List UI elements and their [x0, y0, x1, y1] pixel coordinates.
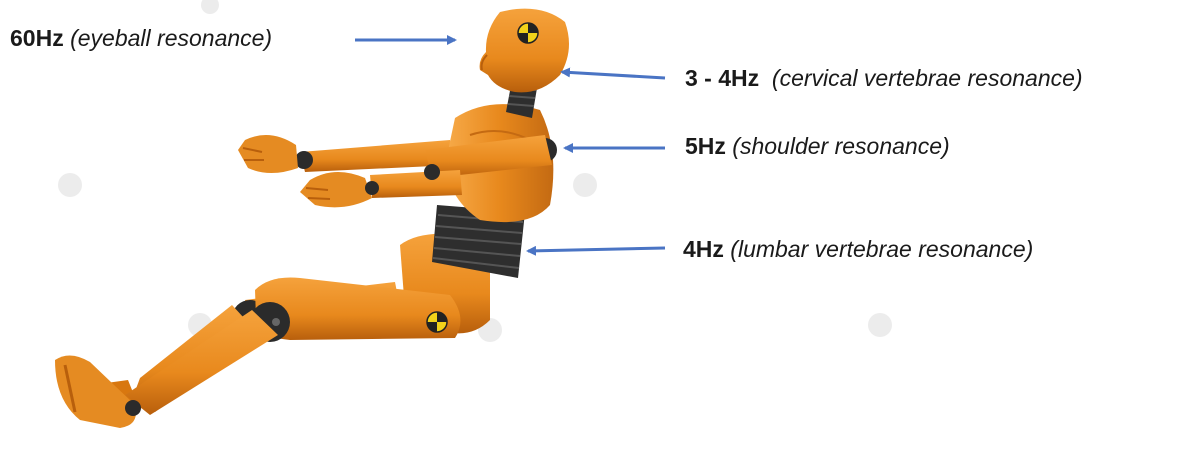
eyeball-resonance-label: 60Hz (eyeball resonance) [10, 27, 272, 50]
hip-target-marker [427, 312, 447, 332]
lumbar-frequency: 4Hz [683, 236, 724, 262]
shoulder-resonance-label: 5Hz (shoulder resonance) [685, 135, 950, 158]
eyeball-frequency: 60Hz [10, 25, 64, 51]
eyeball-description: (eyeball resonance) [70, 25, 272, 51]
shoulder-frequency: 5Hz [685, 133, 726, 159]
crash-test-dummy [55, 9, 569, 428]
far-arm [238, 135, 455, 173]
cervical-resonance-label: 3 - 4Hz (cervical vertebrae resonance) [685, 67, 1083, 90]
shoulder-description: (shoulder resonance) [732, 133, 949, 159]
cervical-frequency: 3 - 4Hz [685, 65, 759, 91]
head [480, 9, 569, 93]
lumbar-resonance-label: 4Hz (lumbar vertebrae resonance) [683, 238, 1033, 261]
near-leg [55, 310, 278, 428]
arrow-lumbar [528, 248, 665, 251]
cervical-description: (cervical vertebrae resonance) [772, 65, 1083, 91]
head-target-marker [518, 23, 538, 43]
arrow-cervical [562, 72, 665, 78]
lumbar-description: (lumbar vertebrae resonance) [730, 236, 1033, 262]
